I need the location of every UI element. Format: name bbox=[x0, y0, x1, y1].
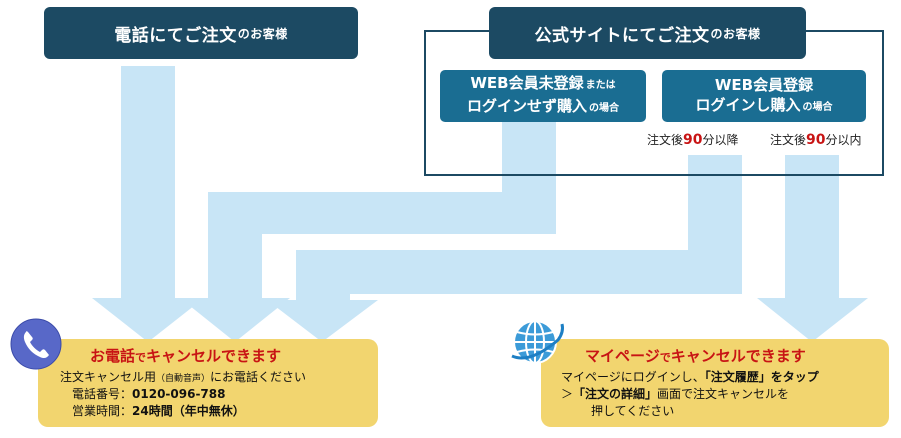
business-hours-value: 24時間（年中無休） bbox=[132, 404, 245, 418]
arrow-member-after-to-phone-result bbox=[267, 155, 742, 342]
arrow-guest-to-phone-result bbox=[180, 118, 556, 342]
arrow-member-within-to-mypage-result bbox=[757, 155, 868, 342]
note-after-prefix: 注文後 bbox=[647, 133, 684, 147]
note-within-90min: 注文後90分以内 bbox=[770, 131, 862, 148]
guest-line2-suffix: の場合 bbox=[589, 103, 619, 114]
globe-icon bbox=[508, 312, 566, 370]
guest-purchase-box: WEB会員未登録または ログインせず購入の場合 bbox=[440, 70, 646, 122]
business-hours-line: 営業時間：24時間（年中無休） bbox=[72, 403, 245, 420]
mypage-line2-b: 「注文の詳細」 bbox=[573, 387, 658, 401]
guest-line1-main: WEB会員未登録 bbox=[470, 74, 584, 92]
phone-cancel-box: お電話でキャンセルできます 注文キャンセル用（自動音声）にお電話ください 電話番… bbox=[38, 339, 378, 427]
phone-cancel-line1: 注文キャンセル用（自動音声）にお電話ください bbox=[60, 369, 306, 388]
note-within-prefix: 注文後 bbox=[770, 133, 807, 147]
member-line2-main: ログインし購入 bbox=[695, 95, 801, 114]
mypage-title-c: キャンセルできます bbox=[670, 347, 806, 365]
phone-title-c: キャンセルできます bbox=[146, 347, 282, 365]
mypage-line1-a: マイページにログインし、 bbox=[561, 370, 705, 384]
mypage-line1-b: 「注文履歴」をタップ bbox=[704, 370, 819, 384]
phone-icon bbox=[10, 318, 62, 370]
guest-line2-main: ログインせず購入 bbox=[466, 97, 587, 115]
mypage-line3: 押してください bbox=[591, 404, 675, 418]
note-after-num: 90 bbox=[683, 132, 703, 148]
phone-header-main: 電話にてご注文 bbox=[114, 25, 237, 46]
phone-cancel-title: お電話でキャンセルできます bbox=[90, 346, 281, 368]
arrow-phone-to-phone-result bbox=[92, 66, 204, 342]
site-order-header: 公式サイトにてご注文のお客様 bbox=[489, 7, 806, 59]
phone-order-header: 電話にてご注文のお客様 bbox=[44, 7, 358, 59]
member-line1: WEB会員登録 bbox=[714, 75, 814, 94]
mypage-line1: マイページにログインし、「注文履歴」をタップ bbox=[561, 369, 819, 386]
mypage-cancel-box: マイページでキャンセルできます マイページにログインし、「注文履歴」をタップ ＞… bbox=[541, 339, 889, 427]
note-after-suffix: 分以降 bbox=[702, 133, 739, 147]
site-header-main: 公式サイトにてご注文 bbox=[534, 25, 710, 46]
phone-title-b: で bbox=[135, 351, 147, 364]
note-within-suffix: 分以内 bbox=[825, 133, 862, 147]
phone-number-label: 電話番号： bbox=[72, 387, 133, 401]
member-line2-suffix: の場合 bbox=[802, 101, 833, 113]
business-hours-label: 営業時間： bbox=[72, 404, 133, 418]
mypage-title-b: で bbox=[659, 351, 671, 364]
mypage-cancel-title: マイページでキャンセルできます bbox=[585, 346, 806, 368]
mypage-line2-c: 画面で注文キャンセルを bbox=[657, 387, 790, 401]
member-purchase-box: WEB会員登録 ログインし購入の場合 bbox=[662, 70, 866, 122]
phone-number-value: 0120-096-788 bbox=[132, 387, 226, 401]
phone-line1-a: 注文キャンセル用 bbox=[60, 370, 157, 384]
phone-number-line: 電話番号：0120-096-788 bbox=[72, 386, 225, 403]
note-within-num: 90 bbox=[806, 132, 826, 148]
phone-header-suffix: のお客様 bbox=[237, 26, 288, 41]
guest-line1-suffix: または bbox=[585, 80, 616, 91]
mypage-line2: ＞「注文の詳細」画面で注文キャンセルを bbox=[561, 386, 789, 403]
phone-line1-c: にお電話ください bbox=[210, 370, 307, 384]
phone-title-a: お電話 bbox=[90, 347, 136, 365]
mypage-title-a: マイページ bbox=[585, 347, 660, 365]
mypage-line2-a: ＞ bbox=[561, 387, 574, 401]
phone-line1-b: （自動音声） bbox=[156, 374, 211, 384]
note-after-90min: 注文後90分以降 bbox=[647, 131, 739, 148]
site-header-suffix: のお客様 bbox=[710, 26, 761, 41]
